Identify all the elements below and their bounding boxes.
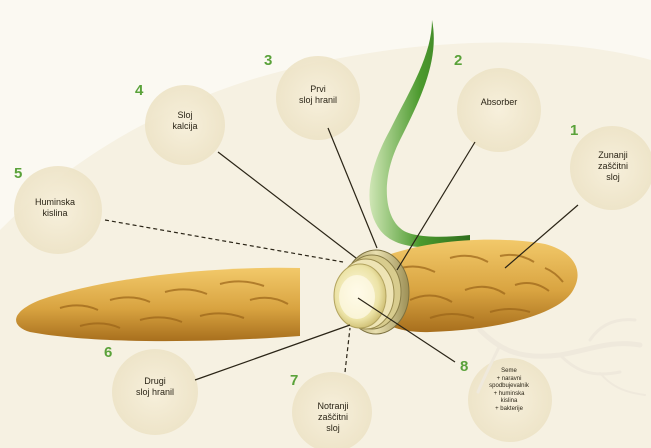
seed-left-half: [16, 268, 300, 341]
callout-number-2: 2: [454, 52, 462, 69]
callout-number-5: 5: [14, 165, 22, 182]
callout-number-3: 3: [264, 52, 272, 69]
bubble-2: [457, 68, 541, 152]
callout-number-1: 1: [570, 122, 578, 139]
callout-label-8: Seme + naravni spodbujevalnik + huminska…: [476, 368, 542, 413]
callout-number-8: 8: [460, 358, 468, 375]
callout-label-2: Absorber: [466, 97, 532, 108]
callout-label-4: Sloj kalcija: [160, 110, 210, 132]
callout-label-6: Drugi sloj hranil: [122, 376, 188, 398]
callout-label-7: Notranji zaščitni sloj: [304, 401, 362, 434]
cross-section: [334, 250, 409, 334]
callout-number-7: 7: [290, 372, 298, 389]
callout-label-1: Zunanji zaščitni sloj: [588, 150, 638, 183]
seed-right-half: [380, 240, 578, 332]
callout-number-6: 6: [104, 344, 112, 361]
callout-number-4: 4: [135, 82, 143, 99]
callout-label-3: Prvi sloj hranil: [290, 84, 346, 106]
callout-label-5: Huminska kislina: [24, 197, 86, 219]
